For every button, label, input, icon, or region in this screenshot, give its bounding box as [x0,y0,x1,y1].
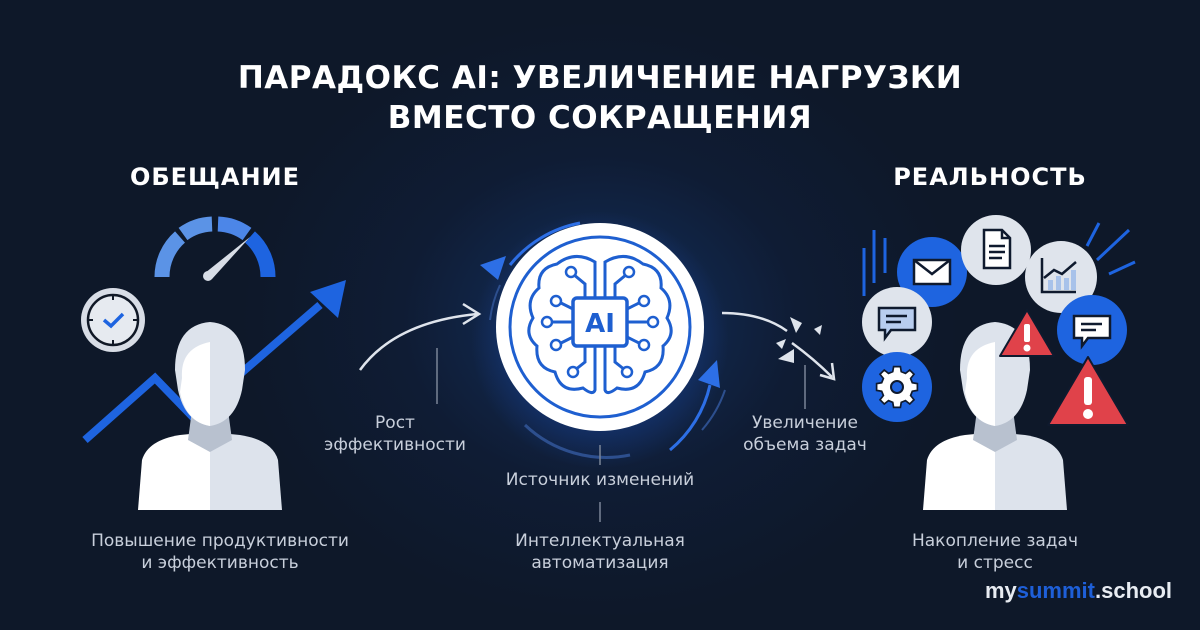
reality-caption-line-1: Накопление задач [911,531,1078,551]
connector-line-top [599,445,601,465]
stress-lines-right [1085,222,1136,276]
connector-line-bottom [599,502,601,522]
flow-arrow-left [358,302,482,404]
promise-heading: ОБЕЩАНИЕ [129,163,301,191]
reality-caption-line-2: и стресс [957,553,1033,573]
clock-check-icon [81,288,145,352]
chat-icon [1057,295,1127,365]
promise-caption-line-2: и эффективность [141,553,299,573]
warning-icon [1047,356,1129,426]
burst-arrow-icon [721,311,836,409]
brand-part-summit: summit [1016,578,1095,603]
gear-icon [862,352,932,422]
brand-logo: mysummit.school [985,578,1172,604]
reality-heading: РЕАЛЬНОСТЬ [893,163,1087,191]
source-label: Источник изменений [505,470,695,490]
svg-text:AI: AI [585,309,615,339]
left-flow-label-line-1: Рост [375,413,415,433]
automation-label-line-1: Интеллектуальная [515,531,685,551]
automation-label-line-2: автоматизация [531,553,669,573]
right-flow-label-line-1: Увеличение [752,413,858,433]
document-icon [961,215,1031,285]
person-icon [138,322,282,510]
brand-part-my: my [984,578,1017,603]
chart-icon [1025,241,1097,313]
warning-icon [999,309,1055,357]
title-line-2: ВМЕСТО СОКРАЩЕНИЯ [387,100,813,136]
promise-caption-line-1: Повышение продуктивности [91,531,349,551]
automation-label: Интеллектуальная автоматизация [450,530,750,574]
stress-lines-left [862,230,887,296]
speedometer-icon [154,216,276,281]
title-line-1: ПАРАДОКС AI: УВЕЛИЧЕНИЕ НАГРУЗКИ [237,60,963,96]
promise-caption: Повышение продуктивности и эффективность [40,530,400,574]
ai-brain-icon: AI [496,223,704,431]
mail-icon [897,237,967,307]
reality-caption: Накопление задач и стресс [880,530,1110,574]
right-flow-label: Увеличение объема задач [715,412,895,456]
left-flow-label: Рост эффективности [305,412,485,456]
right-flow-label-line-2: объема задач [743,435,867,455]
left-flow-label-line-2: эффективности [324,435,466,455]
cycle-arrows-icon [480,221,726,459]
page-title: ПАРАДОКС AI: УВЕЛИЧЕНИЕ НАГРУЗКИ ВМЕСТО … [0,58,1200,138]
chat-icon [862,287,932,357]
brand-part-school: .school [1094,578,1172,603]
person-icon [923,322,1067,510]
